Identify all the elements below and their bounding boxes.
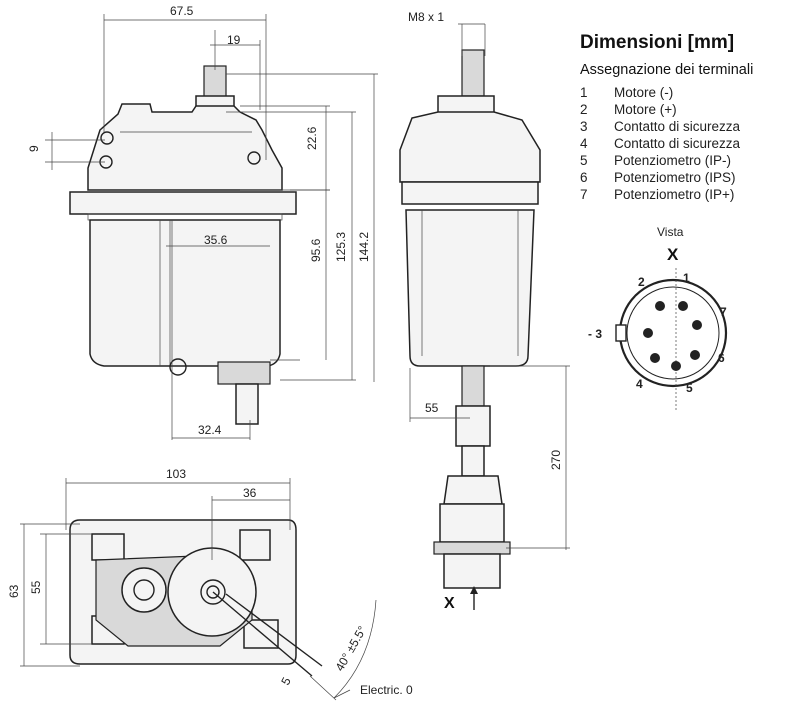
pin-label-1: 1: [683, 271, 690, 285]
pin-label-6: 6: [718, 351, 725, 365]
pin-4: [650, 353, 660, 363]
pin-label-2: 2: [638, 275, 645, 289]
dim-95-6: 95.6: [309, 238, 323, 262]
pin-label-7: 7: [720, 305, 727, 319]
connector-labels: Vista X 1 2 - 3 4 5 6 7: [588, 225, 727, 395]
dim-67-5: 67.5: [170, 4, 194, 18]
pin-7: [692, 320, 702, 330]
dim-5: 5: [278, 675, 294, 688]
dim-270: 270: [549, 450, 563, 470]
dim-103: 103: [166, 467, 186, 481]
connector-x-mark: X: [667, 245, 679, 264]
dim-36: 36: [243, 486, 257, 500]
pin-2: [655, 301, 665, 311]
connector-view-label: Vista: [657, 225, 684, 239]
connector-view: [615, 268, 728, 410]
dim-angle: 40° ±5.5°: [332, 623, 369, 673]
pin-5: [671, 361, 681, 371]
front-view: [45, 14, 378, 440]
pin-3: [643, 328, 653, 338]
electric-zero-label: Electric. 0: [360, 683, 413, 697]
page-subtitle: Assegnazione dei terminali: [580, 62, 754, 78]
pin-label-3: - 3: [588, 327, 602, 341]
pin-1: [678, 301, 688, 311]
view-x-label: X: [444, 595, 455, 612]
side-view: [399, 23, 570, 610]
terminal-legend: Dimensioni [mm] Assegnazione dei termina…: [580, 32, 795, 203]
page-title: Dimensioni [mm]: [580, 32, 735, 53]
pin-6: [690, 350, 700, 360]
dim-32-4: 32.4: [198, 423, 222, 437]
dim-19: 19: [227, 33, 241, 47]
dim-55-bottom: 55: [29, 580, 43, 594]
dim-m8: M8 x 1: [408, 10, 444, 24]
dim-63: 63: [7, 584, 21, 598]
dim-35-6: 35.6: [204, 233, 228, 247]
dim-144-2: 144.2: [357, 232, 371, 262]
dim-9: 9: [27, 145, 41, 152]
dim-22-6: 22.6: [305, 126, 319, 150]
bottom-view: [20, 478, 377, 701]
dim-125-3: 125.3: [334, 232, 348, 262]
dim-55-side: 55: [425, 401, 439, 415]
pin-label-4: 4: [636, 377, 643, 391]
pin-label-5: 5: [686, 381, 693, 395]
